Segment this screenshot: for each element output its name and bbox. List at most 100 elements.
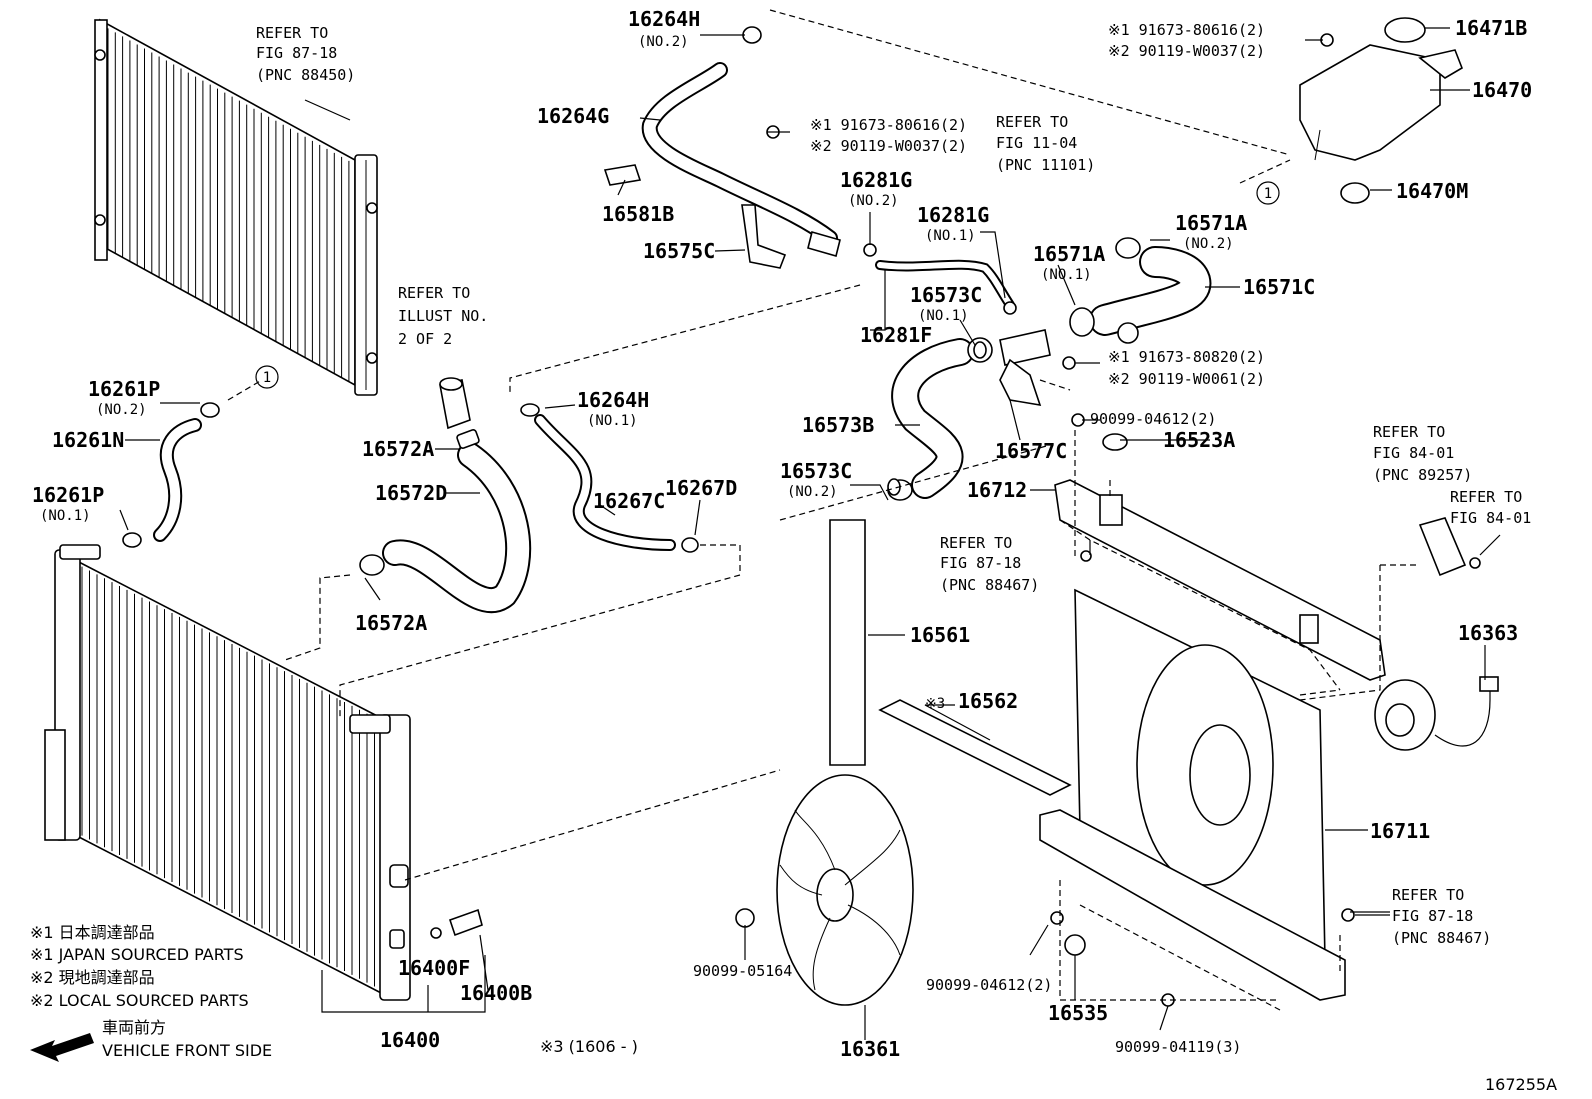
label-16471b: 16471B	[1455, 16, 1527, 40]
legend-line: ※2 LOCAL SOURCED PARTS	[30, 991, 249, 1010]
refer-text: 2 OF 2	[398, 330, 452, 348]
label-16571a-no2: 16571A	[1175, 211, 1247, 235]
reservoir-16470-part	[1299, 17, 1463, 204]
label-16523a: 16523A	[1163, 428, 1235, 452]
refer-text: (PNC 11101)	[996, 156, 1095, 174]
refer-notes: REFER TO FIG 87-18 (PNC 88450) REFER TO …	[256, 24, 1531, 947]
refer-text: FIG 87-18	[256, 44, 337, 62]
refer-text: REFER TO	[940, 534, 1012, 552]
bolt-spec-text: 90099-04612(2)	[1090, 410, 1216, 428]
legend: ※1 日本調達部品 ※1 JAPAN SOURCED PARTS ※2 現地調達…	[30, 923, 249, 1010]
refer-text: ILLUST NO.	[398, 307, 488, 325]
refer-text: REFER TO	[1373, 423, 1445, 441]
bolt-spec-text: 90099-04612(2)	[926, 976, 1052, 994]
label-16363: 16363	[1458, 621, 1518, 645]
label-16281f: 16281F	[860, 323, 932, 347]
reference-lines	[227, 9, 1420, 1011]
circle-ref-1-a: 1	[255, 365, 279, 389]
label-16361: 16361	[840, 1037, 900, 1061]
leader-lines	[119, 27, 1501, 1040]
fan-16361-part	[776, 774, 914, 1006]
refer-text: REFER TO	[996, 113, 1068, 131]
refer-text: FIG 84-01	[1373, 444, 1454, 462]
refer-text: (PNC 89257)	[1373, 466, 1472, 484]
seal-16561-part	[829, 519, 866, 766]
legend-line: ※1 JAPAN SOURCED PARTS	[30, 945, 244, 964]
label-16264g: 16264G	[537, 104, 609, 128]
label-sub: (NO.2)	[848, 193, 899, 209]
refer-text: (PNC 88467)	[940, 576, 1039, 594]
direction-en: VEHICLE FRONT SIDE	[102, 1041, 272, 1060]
label-16470: 16470	[1472, 78, 1532, 102]
hose-16571c-part	[1069, 237, 1212, 337]
label-sub: (NO.2)	[787, 484, 838, 500]
label-16470m: 16470M	[1396, 179, 1468, 203]
label-sub: (NO.1)	[1041, 267, 1092, 283]
label-16573c-no2: 16573C	[780, 459, 852, 483]
refer-text: (PNC 88467)	[1392, 929, 1491, 947]
bolt-spec-text: ※2 90119-W0037(2)	[810, 137, 967, 155]
label-16572a-bot: 16572A	[355, 611, 427, 635]
bolt-labels: ※1 91673-80616(2) ※2 90119-W0037(2) ※1 9…	[693, 21, 1265, 1056]
refer-text: (PNC 88450)	[256, 66, 355, 84]
label-16712: 16712	[967, 478, 1027, 502]
bolt-spec-text: ※2 90119-W0061(2)	[1108, 370, 1265, 388]
part-labels: 16264H (NO.2) 16264G 16581B 16575C 16281…	[32, 7, 1532, 1061]
footnote: ※3 (1606 - )	[540, 1037, 638, 1056]
label-16261p-no1: 16261P	[32, 483, 104, 507]
label-16573b: 16573B	[802, 413, 874, 437]
label-16572a-top: 16572A	[362, 437, 434, 461]
label-16573c-no1: 16573C	[910, 283, 982, 307]
bolt-spec-text: ※2 90119-W0037(2)	[1108, 42, 1265, 60]
refer-text: REFER TO	[398, 284, 470, 302]
label-sub: (NO.2)	[638, 34, 689, 50]
refer-text: REFER TO	[1392, 886, 1464, 904]
circle-ref-1-b: 1	[1256, 181, 1280, 205]
label-mark: ※3	[925, 696, 945, 712]
motor-16363-part	[1374, 676, 1499, 751]
label-16261p-no2: 16261P	[88, 377, 160, 401]
label-16571c: 16571C	[1243, 275, 1315, 299]
radiator-part	[44, 544, 411, 1001]
label-sub: (NO.1)	[587, 413, 638, 429]
refer-text: FIG 84-01	[1450, 509, 1531, 527]
bracket-16575c-part	[741, 204, 787, 269]
outlet-16577c-part	[999, 329, 1051, 407]
label-sub: (NO.1)	[918, 308, 969, 324]
refer-text: REFER TO	[256, 24, 328, 42]
shroud-16711-part	[1039, 588, 1346, 1001]
refer-text: FIG 87-18	[940, 554, 1021, 572]
label-16281g-no1: 16281G	[917, 203, 989, 227]
direction-jp: 車両前方	[102, 1018, 166, 1037]
hose-16572d-part	[359, 377, 532, 613]
hose-16281f-part	[863, 243, 1017, 315]
circle-ref-text: 1	[263, 370, 271, 386]
label-16281g-no2: 16281G	[840, 168, 912, 192]
legend-line: ※1 日本調達部品	[30, 923, 155, 942]
resistor-part	[1418, 517, 1467, 577]
label-16572d: 16572D	[375, 481, 447, 505]
label-sub: (NO.1)	[40, 508, 91, 524]
label-16575c: 16575C	[643, 239, 715, 263]
hose-16261n-part	[122, 402, 220, 548]
label-sub: (NO.1)	[925, 228, 976, 244]
condenser-part	[94, 18, 378, 396]
bolt-spec-text: 90099-04119(3)	[1115, 1038, 1241, 1056]
label-16711: 16711	[1370, 819, 1430, 843]
label-16267d: 16267D	[665, 476, 737, 500]
label-16400f: 16400F	[398, 956, 470, 980]
refer-text: FIG 11-04	[996, 134, 1077, 152]
label-16562: 16562	[958, 689, 1018, 713]
seal-16562-part	[878, 699, 1072, 796]
refer-text: REFER TO	[1450, 488, 1522, 506]
label-16267c: 16267C	[593, 489, 665, 513]
front-arrow-icon	[30, 1033, 94, 1062]
label-sub: (NO.2)	[96, 402, 147, 418]
label-16264h-no2: 16264H	[628, 7, 700, 31]
legend-line: ※2 現地調達部品	[30, 968, 155, 987]
label-16561: 16561	[910, 623, 970, 647]
label-sub: (NO.2)	[1183, 236, 1234, 252]
label-16400b: 16400B	[460, 981, 532, 1005]
bolt-spec-text: ※1 91673-80616(2)	[810, 116, 967, 134]
